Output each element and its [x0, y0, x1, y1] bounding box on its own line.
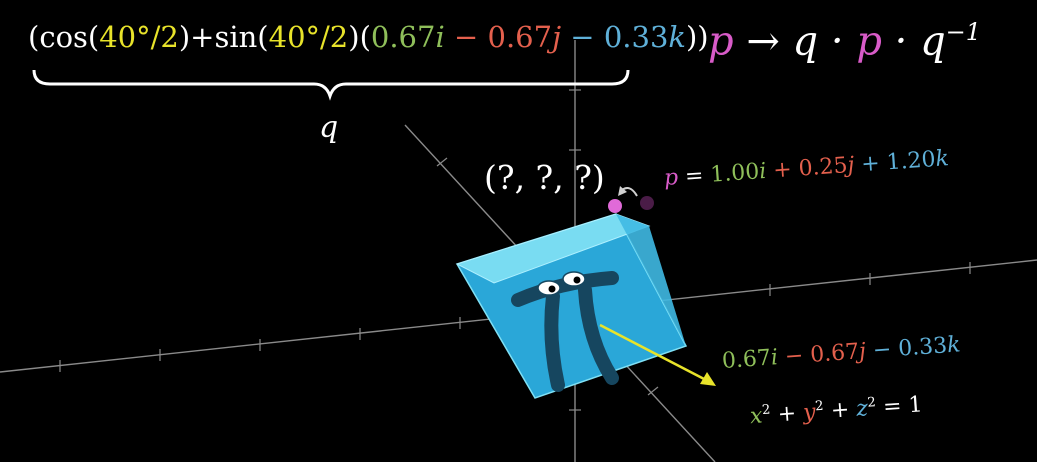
- j-coefficient: 0.67: [809, 339, 860, 368]
- inverse-exponent: −1: [945, 18, 982, 46]
- i-coefficient: 0.67: [721, 345, 772, 374]
- p-symbol: p: [856, 18, 882, 65]
- minus-sign: −: [444, 20, 488, 54]
- plus-sign: +: [853, 150, 888, 178]
- cos-text: cos(: [39, 20, 100, 54]
- rotating-cube: [455, 213, 688, 399]
- quaternion-formula: (cos(40°/2)+sin(40°/2)(0.67i − 0.67j − 0…: [28, 20, 709, 54]
- k-coefficient: 0.33: [603, 20, 669, 54]
- i-symbol: i: [435, 20, 445, 54]
- axis-ticks: [59, 89, 971, 411]
- dot-q: · q: [881, 18, 946, 65]
- minus-sign: −: [865, 336, 900, 364]
- arrow-q-dot: → q ·: [733, 18, 857, 65]
- unknown-point-label: (?, ?, ?): [484, 158, 605, 197]
- i-coefficient: 1.00: [709, 159, 761, 188]
- formula-close-paren: )): [685, 20, 709, 54]
- vector-open: )(: [348, 20, 371, 54]
- brace-label-q: q: [319, 110, 339, 145]
- equals-one: = 1: [875, 392, 924, 421]
- equals-sign: =: [677, 162, 712, 190]
- j-symbol: j: [552, 20, 562, 54]
- rotated-point-dot: [608, 199, 622, 213]
- plus-sign: +: [823, 396, 858, 425]
- sin-angle: 40°/2: [268, 20, 349, 54]
- pi-creature-icon: [511, 271, 619, 392]
- rotation-axis-arrow: [599, 323, 716, 386]
- i-coefficient: 0.67: [370, 20, 436, 54]
- minus-sign: −: [777, 342, 812, 371]
- original-point-dot: [640, 196, 654, 210]
- cos-angle: 40°/2: [99, 20, 179, 54]
- rotation-formula: p → q · p · q−1: [708, 18, 981, 64]
- minus-sign: −: [561, 20, 604, 54]
- p-symbol: p: [708, 18, 734, 65]
- k-coefficient: 1.20: [885, 147, 937, 176]
- k-symbol: k: [934, 146, 950, 172]
- pi-creature-eyes: [537, 271, 586, 296]
- curved-arrow-head: [618, 186, 627, 196]
- j-coefficient: 0.67: [487, 20, 553, 54]
- k-coefficient: 0.33: [897, 333, 948, 362]
- k-symbol: k: [668, 20, 686, 54]
- brace: [32, 69, 630, 101]
- k-symbol: k: [946, 332, 962, 359]
- sin-text: )+sin(: [178, 20, 269, 54]
- formula-open-paren: (: [28, 20, 40, 54]
- plus-sign: +: [765, 156, 800, 184]
- j-coefficient: 0.25: [797, 153, 849, 182]
- plus-sign: +: [769, 400, 804, 428]
